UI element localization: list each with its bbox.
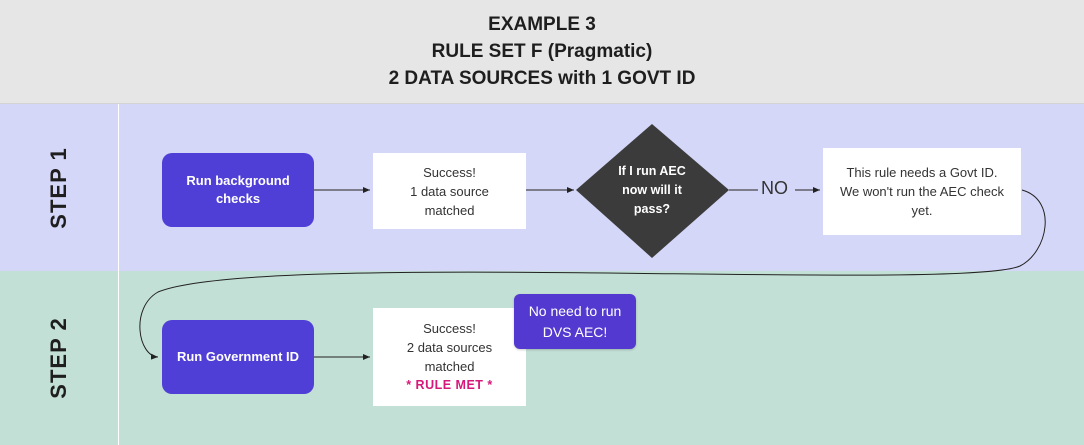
header-title: EXAMPLE 3 — [488, 14, 596, 35]
decision-diamond — [576, 124, 729, 258]
rule-met-label: * RULE MET * — [406, 378, 493, 392]
decision-line-1: If I run AEC — [618, 163, 686, 178]
run-background-checks-node: Run background checks — [162, 153, 314, 227]
callout-line-1: No need to run — [528, 302, 622, 319]
no-need-dvs-aec-callout: No need to run DVS AEC! — [514, 294, 636, 349]
run-background-label-line-2: checks — [215, 191, 261, 206]
success-1-line-3: matched — [424, 202, 475, 218]
callout-line-2: DVS AEC! — [542, 323, 608, 340]
success-2-line-1: Success! — [423, 321, 476, 336]
run-govt-label: Run Government ID — [176, 349, 300, 364]
step-2-label-column: STEP 2 — [0, 271, 119, 445]
success-2-line-2: 2 data sources — [406, 340, 493, 355]
govt-needed-line-1: This rule needs a Govt ID. — [846, 165, 998, 180]
arrow-loop-to-run-government-id — [139, 189, 1046, 360]
decision-line-3: pass? — [633, 201, 671, 216]
decision-text: If I run AEC now will it pass? — [600, 160, 704, 220]
success-two-sources-node: Success! 2 data sources matched * RULE M… — [373, 308, 526, 406]
run-government-id-node: Run Government ID — [162, 320, 314, 394]
header-subtitle: RULE SET F (Pragmatic) — [431, 41, 653, 62]
header-description: 2 DATA SOURCES with 1 GOVT ID — [388, 68, 696, 89]
success-2-line-3: matched — [424, 359, 475, 374]
success-1-line-2: 1 data source — [410, 183, 489, 199]
decision-line-2: now will it — [622, 182, 682, 197]
no-branch-label: NO — [758, 178, 791, 199]
govt-needed-line-3: yet. — [911, 203, 933, 218]
run-background-label-line-1: Run background — [186, 173, 290, 188]
success-one-source-node: Success! 1 data source matched — [373, 153, 526, 229]
step-1-label-column: STEP 1 — [0, 104, 119, 271]
govt-id-needed-node: This rule needs a Govt ID. We won't run … — [823, 148, 1021, 235]
diagram-header: EXAMPLE 3 RULE SET F (Pragmatic) 2 DATA … — [0, 0, 1084, 104]
govt-needed-line-2: We won't run the AEC check — [839, 184, 1005, 199]
success-1-line-1: Success! — [423, 164, 476, 180]
